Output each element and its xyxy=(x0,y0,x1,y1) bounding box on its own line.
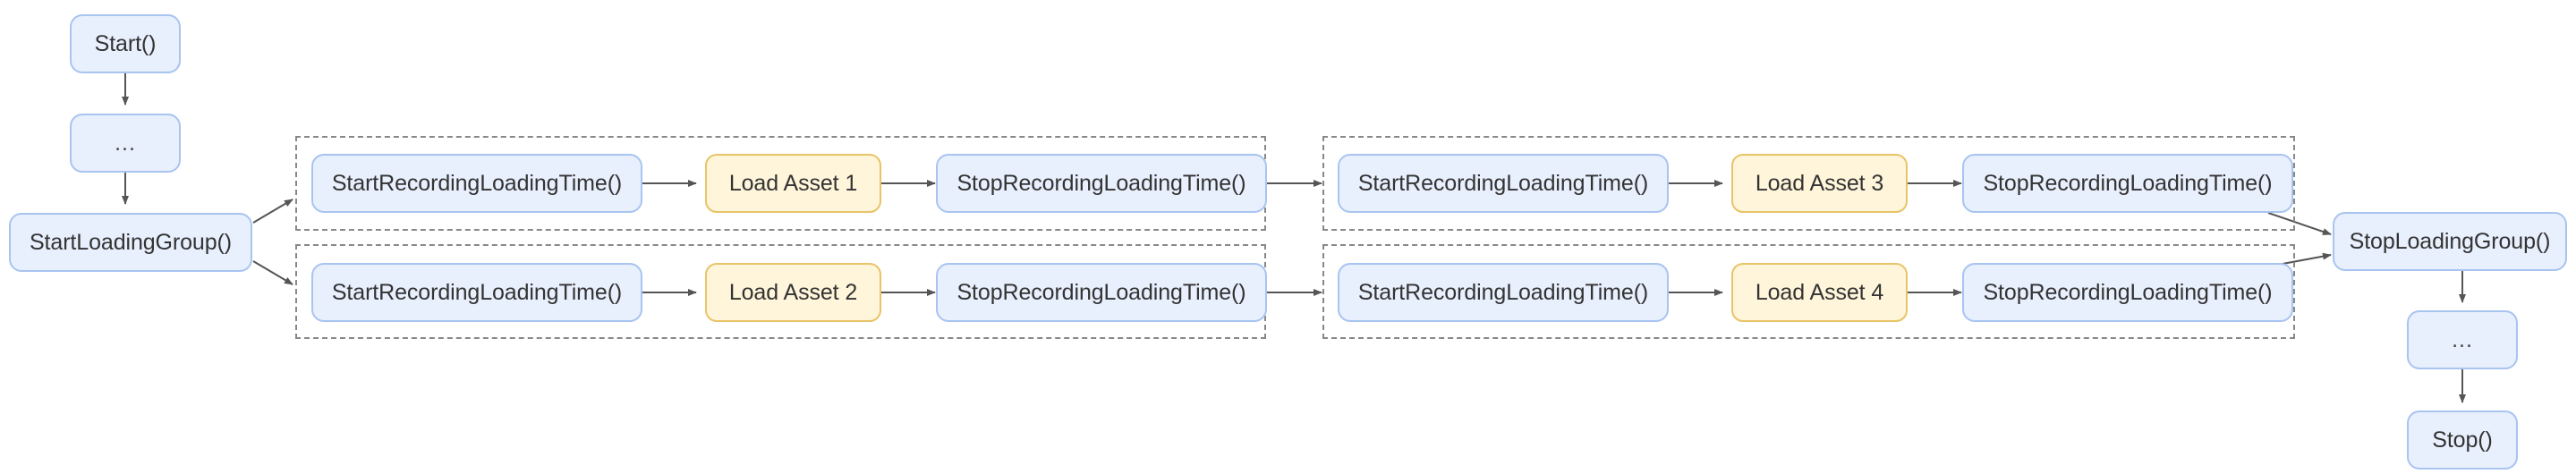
node-g1-l2-load-asset[interactable]: Load Asset 2 xyxy=(705,263,881,322)
node-start-loading-group[interactable]: StartLoadingGroup() xyxy=(9,213,252,272)
node-stop-loading-group[interactable]: StopLoadingGroup() xyxy=(2333,212,2567,271)
node-g1-l1-stop-recording[interactable]: StopRecordingLoadingTime() xyxy=(936,154,1267,213)
node-post-ellipsis[interactable]: ... xyxy=(2407,310,2518,369)
node-g2-l2-start-recording[interactable]: StartRecordingLoadingTime() xyxy=(1338,263,1669,322)
node-g2-l1-start-recording[interactable]: StartRecordingLoadingTime() xyxy=(1338,154,1669,213)
edge-startloadinggroup-to-g1-lane2 xyxy=(252,260,293,285)
node-g2-l2-load-asset[interactable]: Load Asset 4 xyxy=(1731,263,1908,322)
node-pre-ellipsis[interactable]: ... xyxy=(70,114,181,173)
edge-startloadinggroup-to-g1-lane1 xyxy=(252,199,293,224)
node-g1-l1-load-asset[interactable]: Load Asset 1 xyxy=(705,154,881,213)
node-g1-l2-stop-recording[interactable]: StopRecordingLoadingTime() xyxy=(936,263,1267,322)
group-2-lane-2-boundary xyxy=(1322,244,2295,339)
node-g2-l2-stop-recording[interactable]: StopRecordingLoadingTime() xyxy=(1962,263,2293,322)
node-stop[interactable]: Stop() xyxy=(2407,411,2518,470)
node-g1-l1-start-recording[interactable]: StartRecordingLoadingTime() xyxy=(311,154,642,213)
node-g2-l1-stop-recording[interactable]: StopRecordingLoadingTime() xyxy=(1962,154,2293,213)
group-2-lane-1-boundary xyxy=(1322,136,2295,231)
node-start[interactable]: Start() xyxy=(70,14,181,73)
node-g2-l1-load-asset[interactable]: Load Asset 3 xyxy=(1731,154,1908,213)
node-g1-l2-start-recording[interactable]: StartRecordingLoadingTime() xyxy=(311,263,642,322)
